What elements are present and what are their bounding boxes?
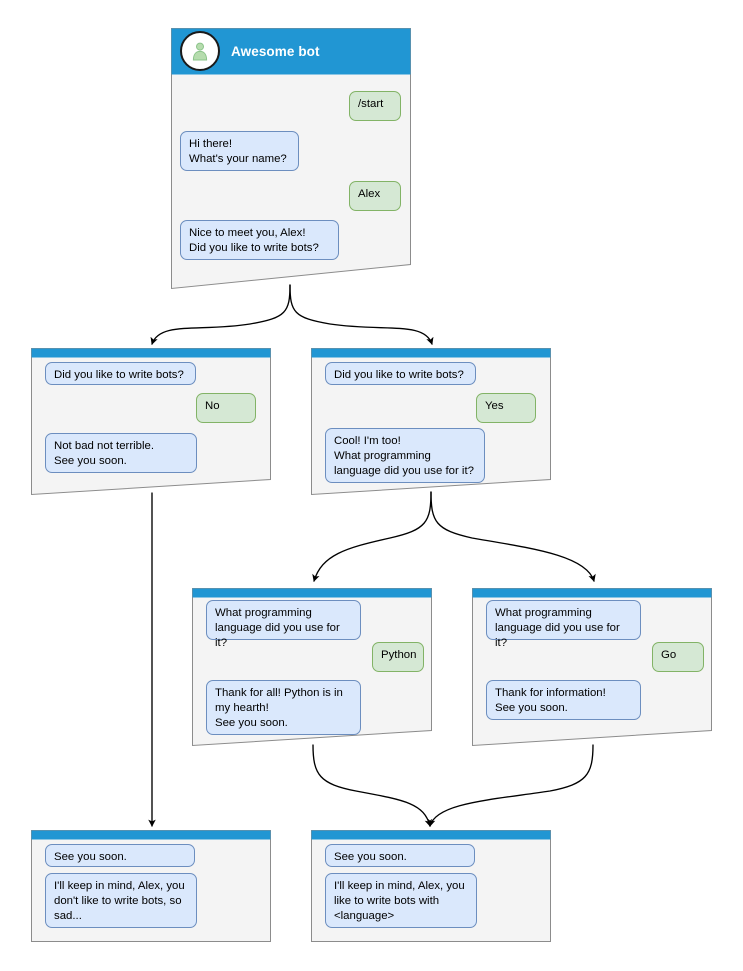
- message-bubble-bot: See you soon.: [45, 844, 195, 867]
- card-end-sad[interactable]: See you soon. I'll keep in mind, Alex, y…: [31, 830, 271, 942]
- bot-name-label: Awesome bot: [231, 43, 320, 59]
- message-bubble-bot: Cool! I'm too! What programming language…: [325, 428, 485, 483]
- edge-yes-to-go: [430, 491, 596, 582]
- edge-go-to-end-happy: [427, 744, 594, 827]
- message-bubble-bot: What programming language did you use fo…: [486, 600, 641, 649]
- person-avatar-icon: [180, 31, 220, 71]
- bot-header: Awesome bot: [171, 28, 411, 74]
- message-bubble-user: Go: [652, 642, 704, 672]
- message-bubble-bot: Thank for information! See you soon.: [486, 680, 641, 720]
- message-bubble-bot: I'll keep in mind, Alex, you like to wri…: [325, 873, 477, 928]
- card-go-branch[interactable]: What programming language did you use fo…: [472, 588, 712, 748]
- message-bubble-bot: Nice to meet you, Alex! Did you like to …: [180, 220, 339, 260]
- message-bubble-bot: Hi there! What's your name?: [180, 131, 299, 171]
- message-bubble-bot: What programming language did you use fo…: [206, 600, 361, 649]
- message-bubble-bot: Did you like to write bots?: [325, 362, 476, 385]
- card-python-branch[interactable]: What programming language did you use fo…: [192, 588, 432, 748]
- message-bubble-bot: Not bad not terrible. See you soon.: [45, 433, 197, 473]
- card-no-branch[interactable]: Did you like to write bots? No Not bad n…: [31, 348, 271, 496]
- message-bubble-user: Python: [372, 642, 424, 672]
- message-bubble-user: /start: [349, 91, 401, 121]
- message-bubble-bot: Did you like to write bots?: [45, 362, 196, 385]
- card-yes-branch[interactable]: Did you like to write bots? Yes Cool! I'…: [311, 348, 551, 496]
- edge-root-to-yes: [289, 284, 434, 345]
- card-end-happy[interactable]: See you soon. I'll keep in mind, Alex, y…: [311, 830, 551, 942]
- edge-yes-to-python: [312, 491, 432, 582]
- message-bubble-user: Yes: [476, 393, 536, 423]
- message-bubble-bot: See you soon.: [325, 844, 475, 867]
- edge-python-to-end-happy: [312, 744, 433, 827]
- message-bubble-user: Alex: [349, 181, 401, 211]
- message-bubble-bot: Thank for all! Python is in my hearth! S…: [206, 680, 361, 735]
- card-root[interactable]: Awesome bot /start Hi there! What's your…: [171, 28, 411, 290]
- message-bubble-user: No: [196, 393, 256, 423]
- edge-root-to-no: [150, 284, 291, 345]
- message-bubble-bot: I'll keep in mind, Alex, you don't like …: [45, 873, 197, 928]
